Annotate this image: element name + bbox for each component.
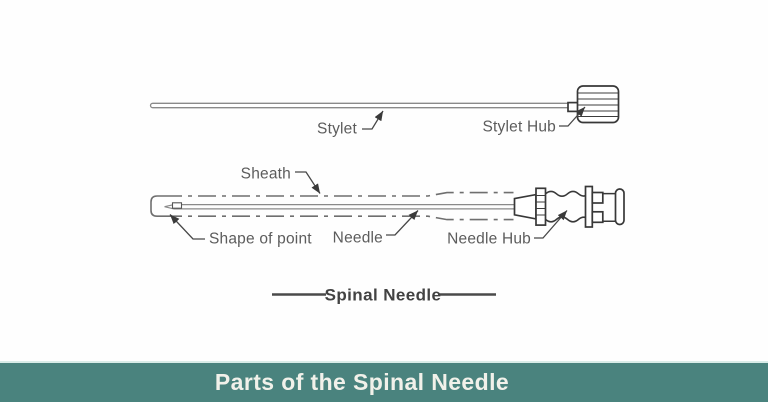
sheath-top-line [164, 191, 514, 197]
stylet-figure: Stylet Stylet Hub [149, 85, 620, 138]
needle-hub-lock-lug-bottom [591, 210, 604, 224]
figure-caption-group: Spinal Needle [272, 286, 496, 305]
sheath-bottom-line [164, 215, 514, 221]
shape-of-point-leader-arrow [169, 214, 205, 240]
stylet-hub-leader-arrow [559, 106, 586, 127]
sheath-leader-arrow [295, 171, 321, 194]
spinal-needle-figure: Sheath Shape of point Needle Needle Hub [150, 166, 625, 248]
title-banner: Parts of the Spinal Needle [0, 361, 768, 402]
needle-hub-cylinder [602, 192, 616, 222]
stylet-hub-label: Stylet Hub [482, 119, 556, 136]
shape-of-point-label: Shape of point [209, 231, 312, 248]
needle-hub-lock-lug-top [591, 191, 604, 204]
needle-tip-bevel [171, 202, 183, 209]
banner-title: Parts of the Spinal Needle [214, 369, 510, 395]
stylet-leader-arrow [362, 110, 384, 130]
needle-hub-flange [535, 187, 547, 226]
sheath-left-end [150, 195, 164, 217]
needle-hub-end-cap [614, 188, 625, 226]
stylet-hub [576, 85, 620, 124]
needle-hub-barrel [544, 190, 587, 223]
needle-hub-collar [513, 193, 537, 220]
needle-hub-flange-knurl [536, 195, 546, 216]
spinal-needle-diagram: Stylet Stylet Hub Sheath Shape of po [149, 85, 625, 305]
stylet-label: Stylet [317, 121, 357, 138]
needle-hub-leader-arrow [534, 210, 568, 239]
needle-shaft [164, 204, 514, 210]
figure-caption: Spinal Needle [325, 286, 442, 305]
stylet-rod [149, 102, 570, 109]
stylet-hub-neck [567, 101, 579, 113]
needle-leader-arrow [386, 210, 419, 236]
needle-hub-connector-plate [584, 185, 594, 228]
needle-hub-label: Needle Hub [447, 231, 531, 248]
sheath-label: Sheath [241, 166, 291, 183]
needle-label: Needle [333, 230, 383, 247]
